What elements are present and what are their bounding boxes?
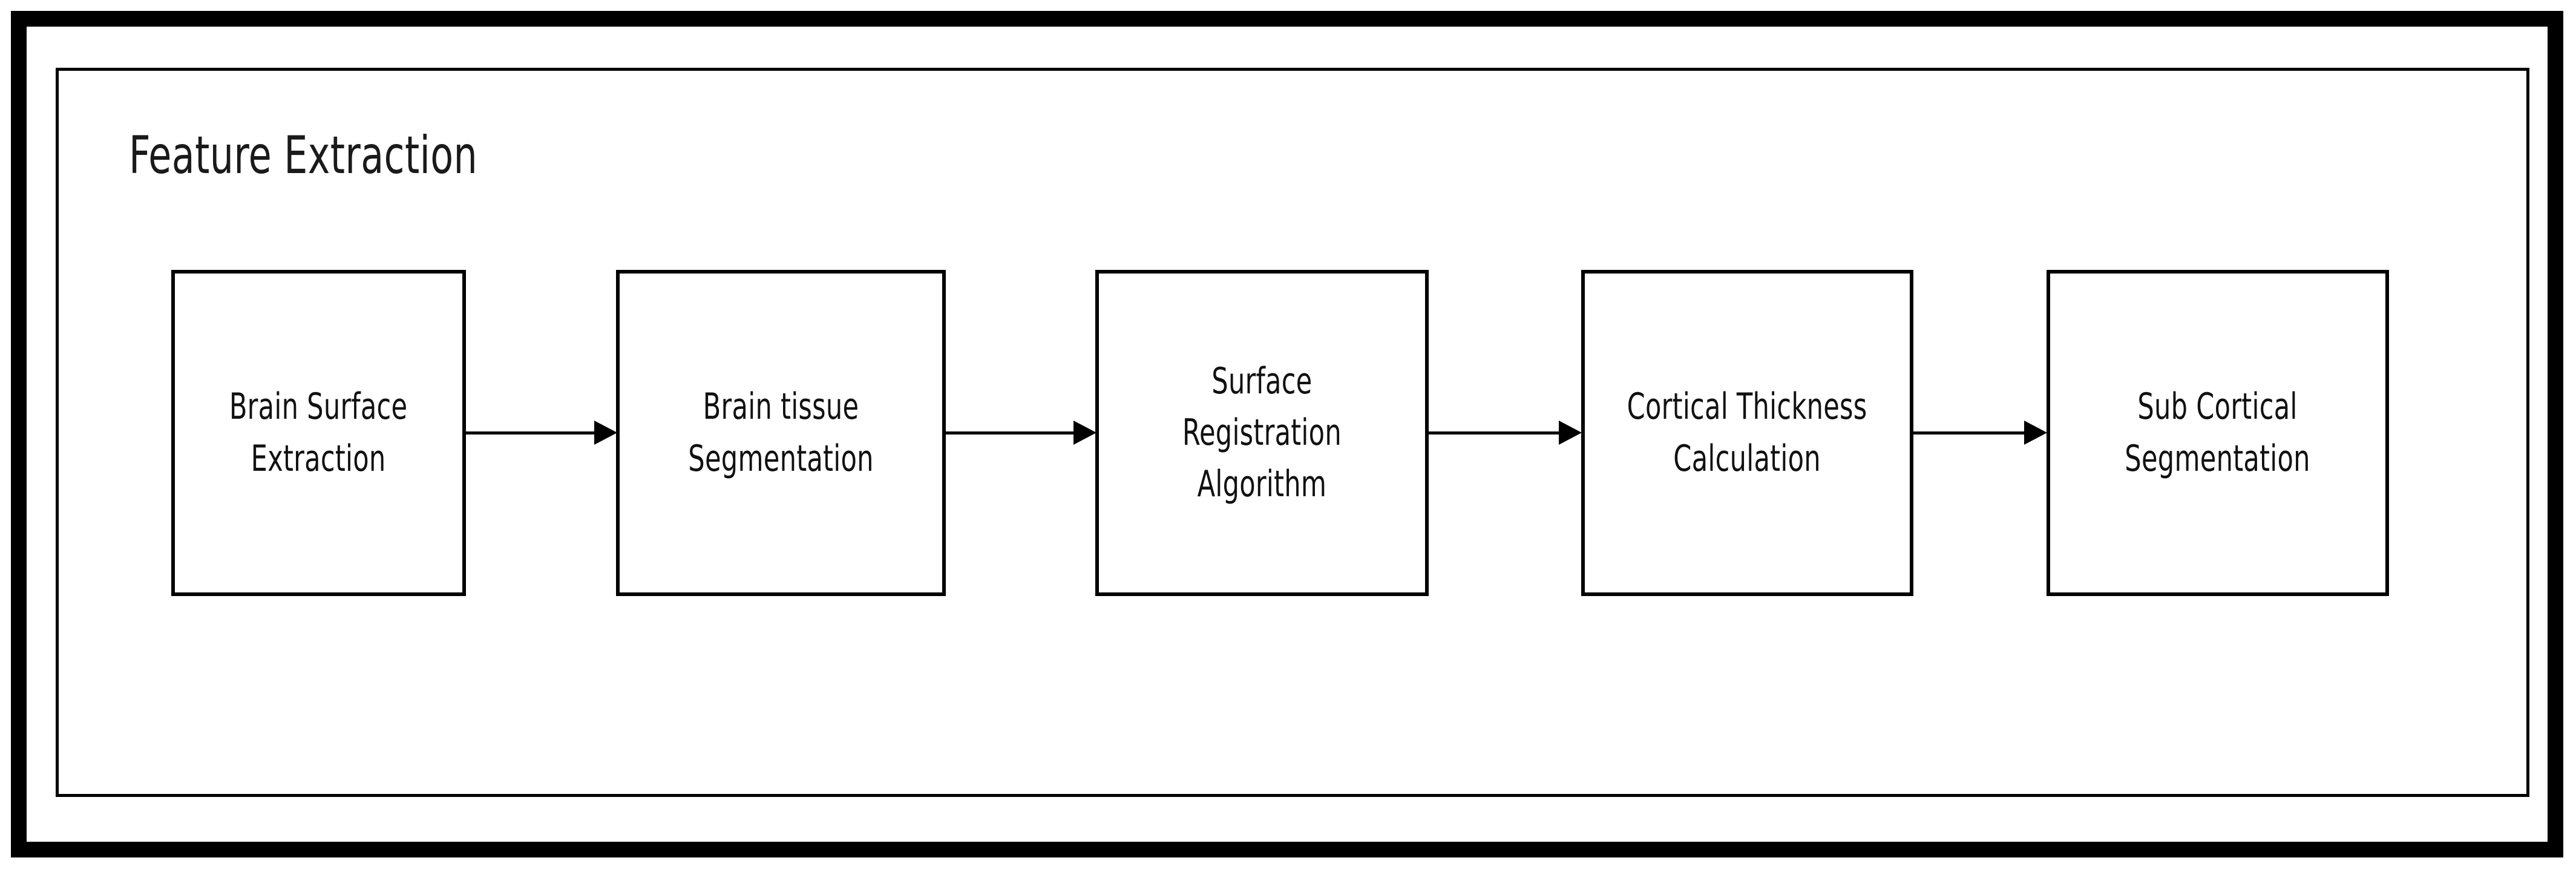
arrow-head-icon <box>2024 421 2047 445</box>
arrow-connector-3 <box>1429 421 1582 445</box>
process-box-label: Brain tissue Segmentation <box>688 385 874 480</box>
arrow-connector-4 <box>1913 421 2047 445</box>
arrow-shaft <box>946 431 1075 434</box>
process-box-label: Brain Surface Extraction <box>229 385 408 480</box>
arrow-shaft <box>1913 431 2025 434</box>
arrow-shaft <box>466 431 595 434</box>
arrow-head-icon <box>1073 421 1096 445</box>
arrow-head-icon <box>1559 421 1582 445</box>
process-box-brain-surface-extraction[interactable]: Brain Surface Extraction <box>171 270 466 596</box>
process-box-brain-tissue-segmentation[interactable]: Brain tissue Segmentation <box>616 270 946 596</box>
arrow-shaft <box>1429 431 1560 434</box>
process-box-surface-registration-algorithm[interactable]: Surface Registration Algorithm <box>1095 270 1429 596</box>
page-title: Feature Extraction <box>129 125 478 186</box>
arrow-connector-1 <box>466 421 617 445</box>
arrow-head-icon <box>594 421 617 445</box>
process-box-cortical-thickness-calculation[interactable]: Cortical Thickness Calculation <box>1581 270 1913 596</box>
arrow-connector-2 <box>946 421 1096 445</box>
process-box-label: Sub Cortical Segmentation <box>2125 385 2311 480</box>
process-box-sub-cortical-segmentation[interactable]: Sub Cortical Segmentation <box>2047 270 2389 596</box>
process-box-label: Surface Registration Algorithm <box>1182 359 1342 506</box>
process-box-label: Cortical Thickness Calculation <box>1627 385 1867 480</box>
